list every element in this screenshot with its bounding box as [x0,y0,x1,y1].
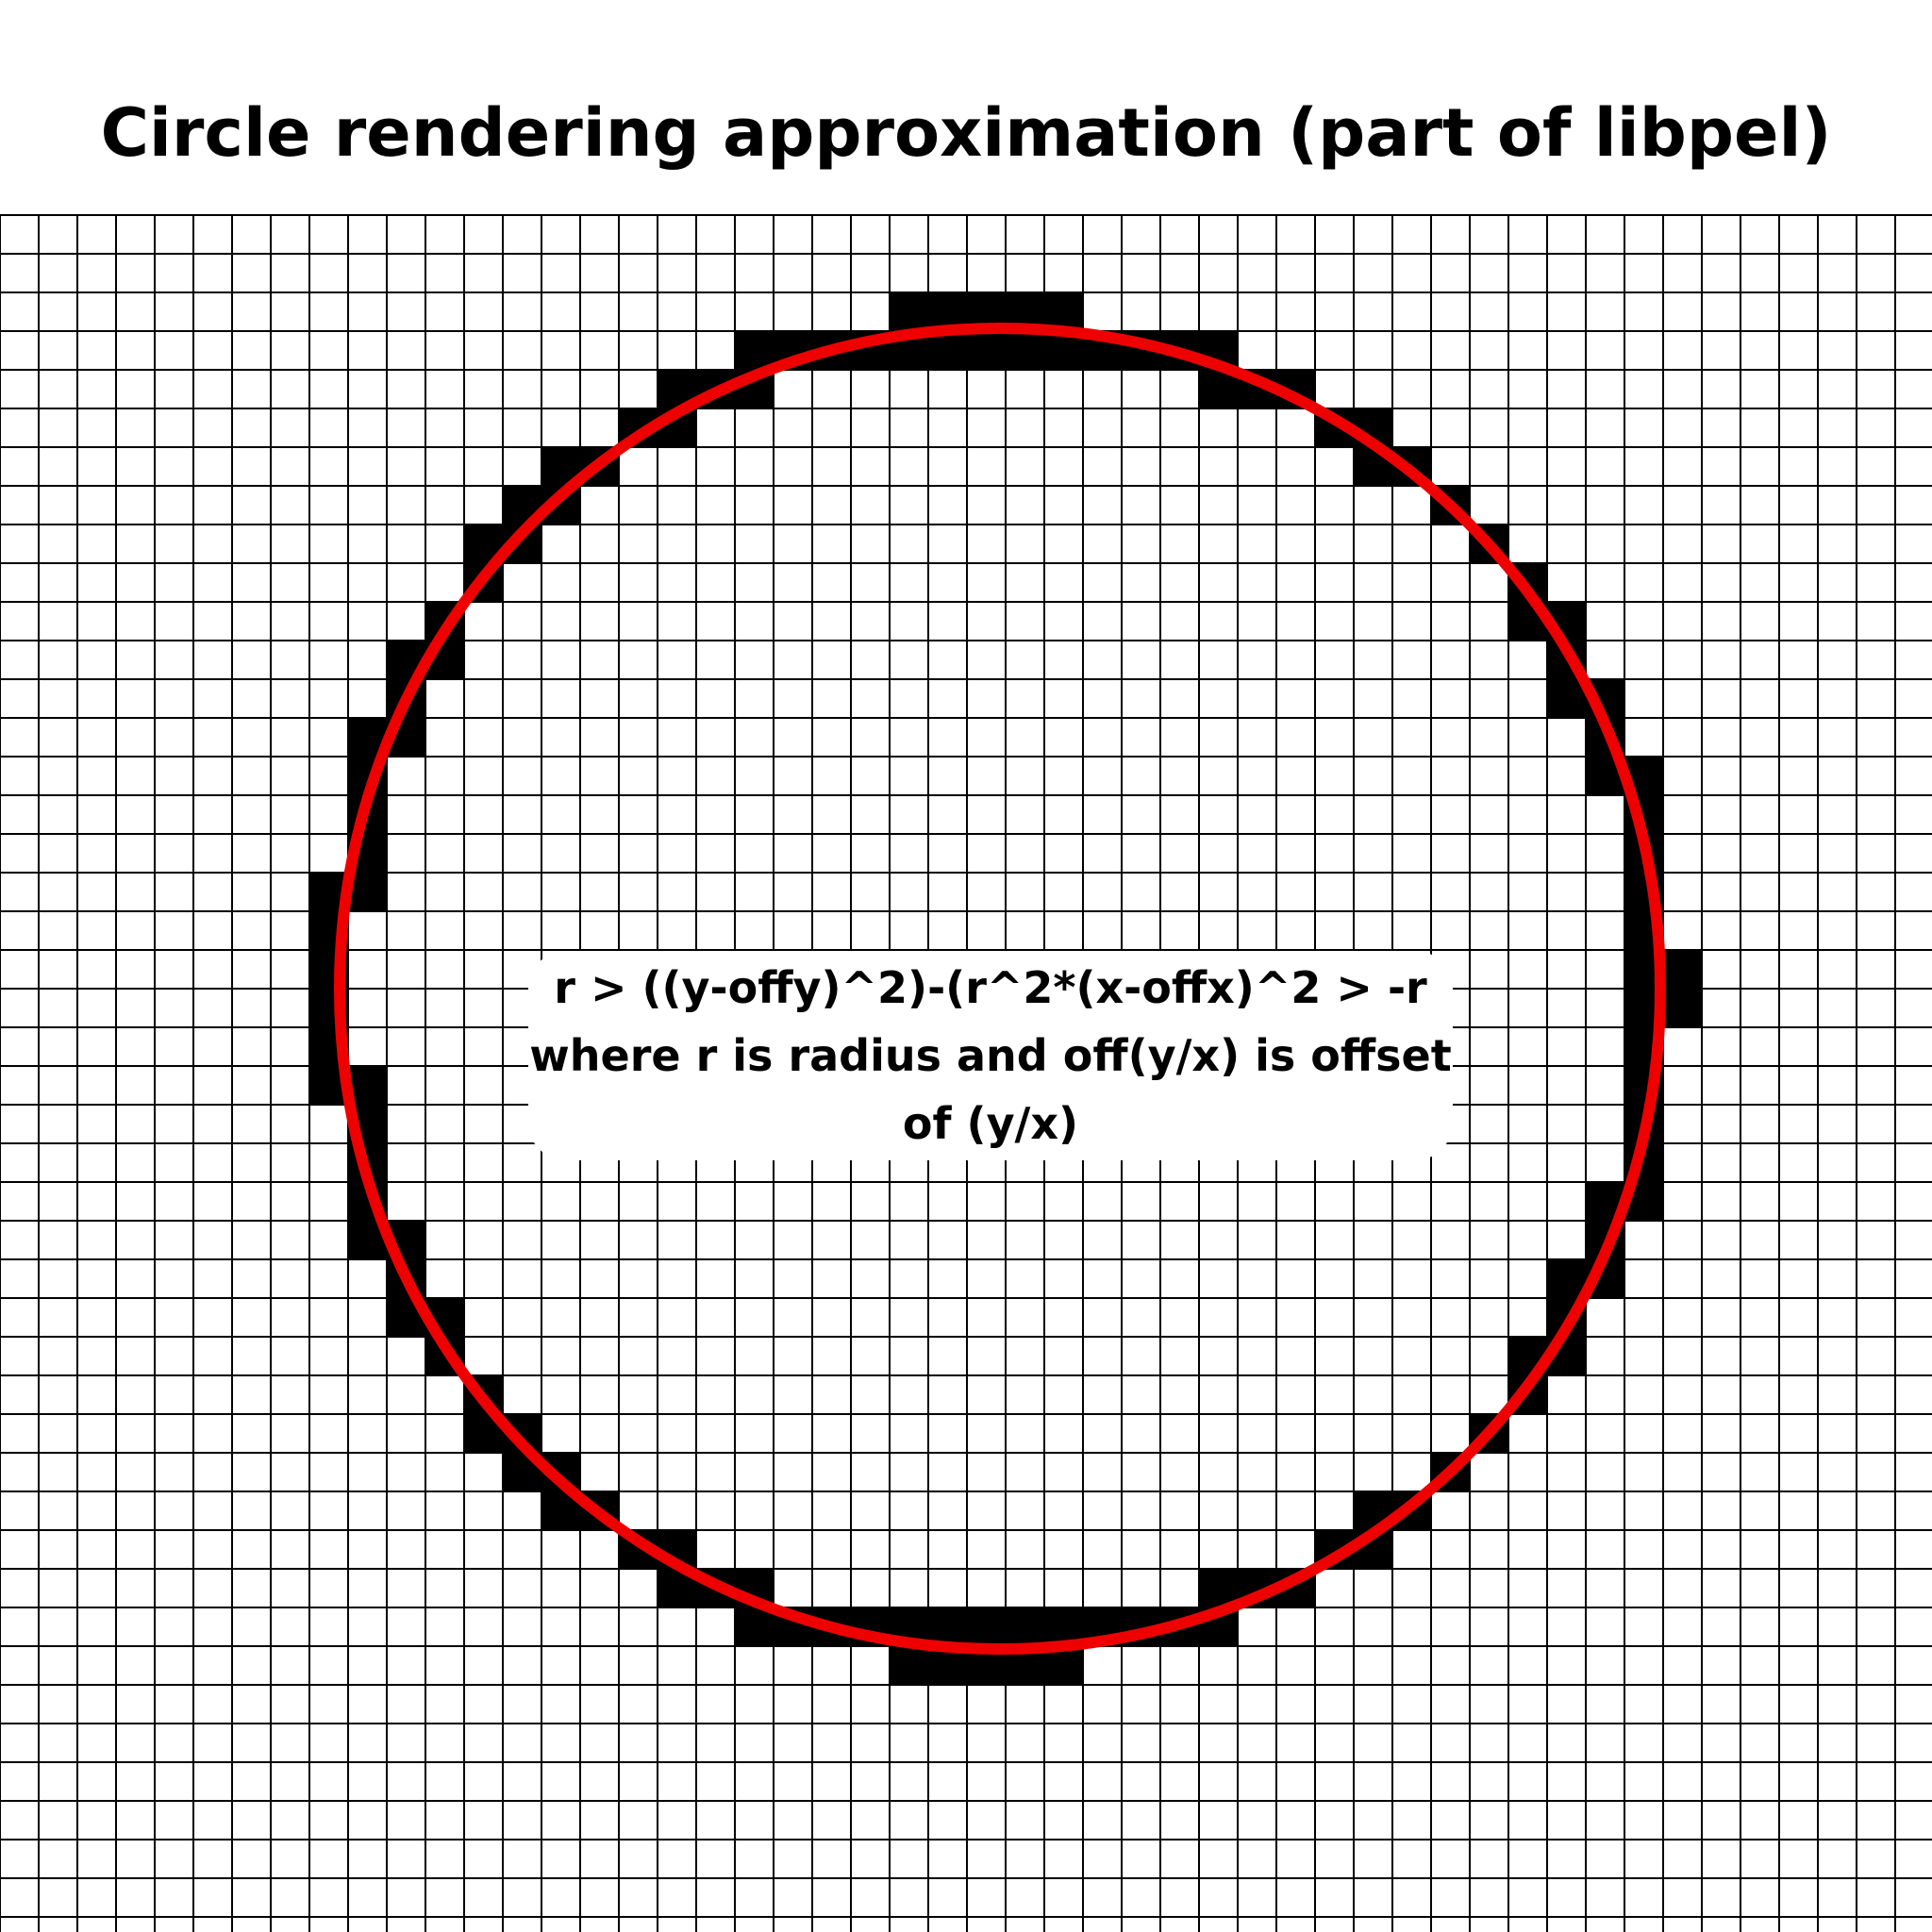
filled-pixel [1006,331,1044,370]
filled-pixel [1663,950,1702,989]
filled-pixel [1199,1569,1238,1607]
formula-line-2: where r is radius and off(y/x) is offset [529,1030,1452,1081]
filled-pixel [735,1607,774,1646]
filled-pixel [967,331,1006,370]
filled-pixel [967,1607,1006,1646]
filled-pixel [348,1066,387,1105]
filled-pixel [1006,1607,1044,1646]
filled-pixel [928,331,967,370]
filled-pixel [348,873,387,911]
filled-pixel [1199,370,1238,408]
diagram-title: Circle rendering approximation (part of … [100,94,1832,172]
filled-pixel [890,292,928,331]
filled-pixel [928,1607,967,1646]
filled-pixel [1547,679,1586,718]
filled-pixel [1663,989,1702,1027]
formula-line-3: of (y/x) [902,1098,1079,1149]
filled-pixel [890,1646,928,1685]
filled-pixel [735,331,774,370]
ideal-circle-outline [334,323,1666,1655]
filled-pixel [1547,1259,1586,1298]
formula-line-1: r > ((y-offy)^2)-(r^2*(x-offx)^2 > -r [554,962,1427,1013]
formula-label: r > ((y-offy)^2)-(r^2*(x-offx)^2 > -r wh… [528,951,1453,1160]
